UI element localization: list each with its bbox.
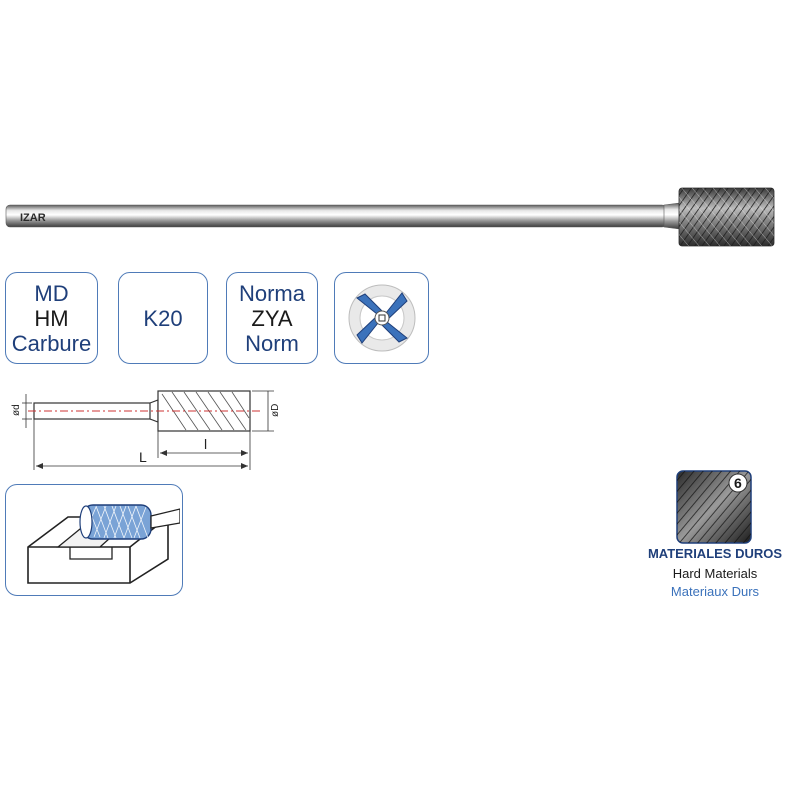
burr-neck [663,202,681,230]
norm-tile: Norma ZYA Norm [226,272,318,364]
carbide-burr-photo: IZAR [5,187,775,247]
tile-line: Norma [238,280,305,306]
total-length-label: L [139,449,147,465]
materials-label-fr: Materiaux Durs [670,584,760,599]
tile-line: MD [34,280,69,306]
hard-materials-icon: 6 [676,470,752,544]
grade-tile: K20 [118,272,208,364]
slot-milling-illustration [27,504,180,584]
tile-line: ZYA [251,305,293,331]
head-diameter-label: øD [270,404,281,417]
materials-label-es: MATERIALES DUROS [647,546,783,561]
flute-cross-section-icon [348,284,415,352]
shank-diameter-label: ød [11,404,22,416]
hard-materials-badge: 6 [676,470,752,544]
materials-label-en: Hard Materials [672,566,758,581]
material-tile: MD HM Carbure [5,272,98,364]
svg-text:IZAR: IZAR [20,212,46,224]
dimension-drawing: ød øD l L [11,390,281,470]
burr-shank [5,204,667,228]
tile-line: K20 [143,305,183,331]
tile-line: Norm [245,330,299,356]
application-tile [5,484,183,596]
cut-length-label: l [204,436,207,452]
tile-line: HM [34,305,69,331]
cross-section-tile [334,272,429,364]
izar-logo: IZAR [20,212,46,224]
badge-number: 6 [734,475,742,491]
tile-line: Carbure [11,330,92,356]
